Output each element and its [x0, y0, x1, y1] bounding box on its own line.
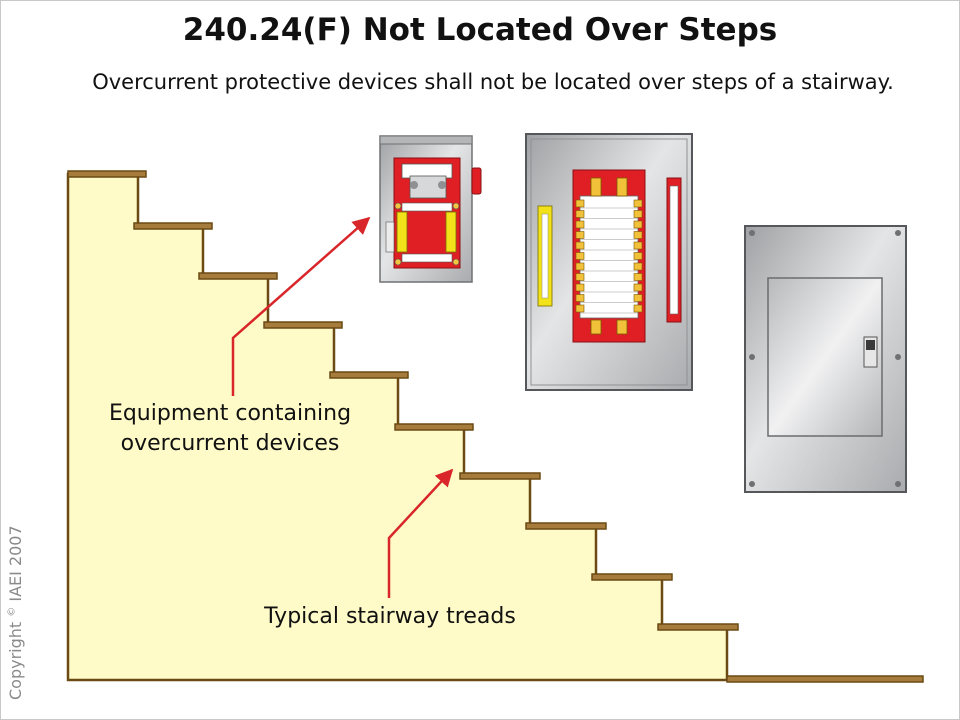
breaker-terminal — [633, 294, 643, 302]
breaker-terminal — [633, 304, 643, 313]
stair-treads — [67, 170, 739, 631]
closed-panel-icon — [744, 225, 907, 493]
breaker-terminal — [633, 231, 643, 239]
breaker-terminal — [575, 273, 585, 281]
breaker-terminal — [575, 252, 585, 260]
copyright-prefix: Copyright — [6, 621, 25, 700]
treads-arrow — [387, 468, 454, 598]
breaker-terminal — [633, 273, 643, 281]
floor-line — [726, 675, 924, 683]
disconnect-switch-icon — [379, 135, 482, 283]
copyright-notice: Copyright © IAEI 2007 — [6, 525, 25, 700]
breaker-terminal — [633, 283, 643, 292]
tread — [133, 222, 213, 230]
callout-arrows — [231, 216, 454, 598]
tread — [459, 472, 541, 480]
tread — [591, 573, 673, 581]
tread — [657, 623, 739, 631]
breaker-terminal — [575, 220, 585, 229]
slide-title: 240.24(F) Not Located Over Steps — [182, 12, 778, 48]
breaker-terminal — [575, 241, 585, 250]
breaker-terminal — [633, 252, 643, 260]
copyright-symbol: © — [6, 606, 18, 617]
stairway — [66, 170, 924, 683]
equipment-arrow — [231, 216, 371, 396]
tread — [525, 522, 607, 530]
breaker-terminal — [633, 220, 643, 229]
tread — [263, 321, 343, 329]
breaker-terminal — [575, 231, 585, 239]
tread — [394, 423, 474, 431]
breaker-terminal — [575, 262, 585, 271]
tread — [198, 272, 278, 280]
breaker-terminal — [633, 241, 643, 250]
breaker-terminal — [633, 262, 643, 271]
copyright-suffix: IAEI 2007 — [6, 525, 25, 602]
treads-callout: Typical stairway treads — [264, 604, 516, 629]
tread — [329, 371, 409, 379]
equipment-callout-line2: overcurrent devices — [120, 431, 340, 456]
breaker-terminal — [633, 210, 643, 218]
equipment-callout-line1: Equipment containing — [108, 401, 352, 426]
breaker-terminal — [633, 199, 643, 208]
breaker-terminal — [575, 210, 585, 218]
breaker-terminal — [575, 294, 585, 302]
breaker-terminal — [575, 283, 585, 292]
equipment-callout: Equipment containing overcurrent devices — [80, 399, 380, 459]
breaker-terminal — [575, 304, 585, 313]
tread — [67, 170, 147, 178]
open-panelboard-icon — [525, 133, 693, 391]
slide-subtitle: Overcurrent protective devices shall not… — [92, 70, 894, 94]
breaker-terminal — [575, 199, 585, 208]
